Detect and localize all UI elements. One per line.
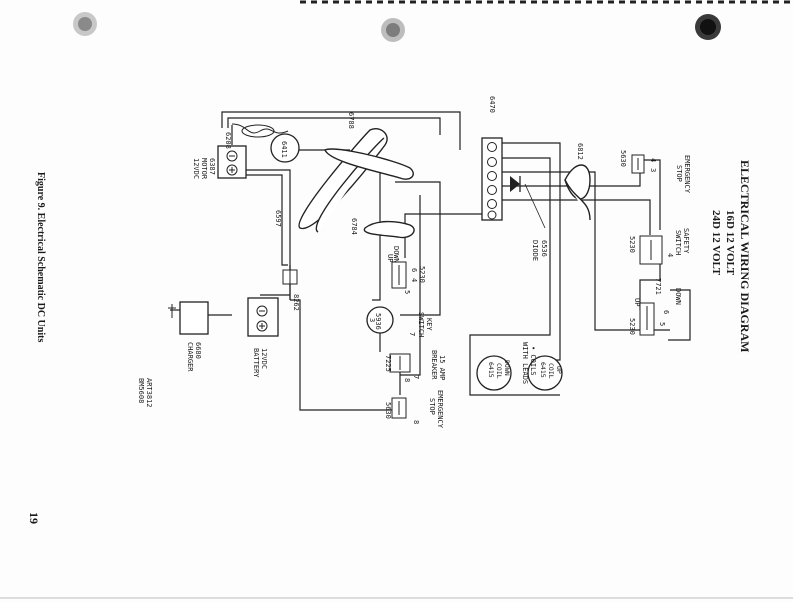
title-line1: ELECTRICAL WIRING DIAGRAM (738, 160, 752, 352)
solenoid-6411: 6411 (270, 133, 300, 163)
diode-6536: 6536 DIODE (510, 176, 548, 261)
estop-top-pin3: 3 (649, 168, 657, 172)
up-coil-label3: 6415 (539, 362, 547, 378)
updown-left-down: DOWN (392, 246, 400, 263)
key-switch-pin7: 7 (408, 332, 416, 336)
charger-6680: 6680 CHARGER (168, 301, 209, 372)
binder-hole-icon (78, 17, 92, 31)
label-6470: 6470 (488, 96, 496, 113)
updown-right-down: DOWN (674, 288, 682, 305)
title-line3: 24D 12 VOLT (710, 210, 722, 276)
title-line2: 16D 12 VOLT (724, 210, 736, 276)
updown-left-code: 5230 (418, 266, 426, 283)
down-coil-label3: 6415 (487, 362, 495, 378)
updown-left-pin5: 5 (403, 290, 411, 294)
coils-note-2: WITH LEADS (521, 342, 529, 384)
breaker-pin7: 7 (412, 375, 420, 379)
label-6788: 6788 (347, 112, 355, 129)
art-ref-2: BM5608 (137, 378, 145, 403)
breaker-7225: 15 AMP BREAKER 7225 7 8 (384, 350, 446, 382)
up-coil-label1: UP (555, 366, 563, 374)
charger-label-name: CHARGER (186, 342, 194, 372)
safety-code: 5230 (628, 236, 636, 253)
down-coil-label1: DOWN (503, 360, 511, 376)
wires (170, 111, 691, 411)
updown-left-pin6: 6 (410, 268, 418, 272)
safety-pin4: 4 (666, 253, 674, 257)
label-6208: 6208 (224, 132, 232, 149)
harness-loops (298, 128, 591, 239)
estop-bottom-label1: EMERGENCY (436, 390, 444, 429)
safety-switch: SAFETY SWITCH 5230 4 (628, 228, 690, 265)
key-switch-pin3: 3 (368, 318, 376, 322)
emergency-stop-bottom: EMERGENCY STOP 5630 8 (384, 390, 444, 429)
binder-hole-icon (700, 19, 716, 35)
connector-block-6470: 6470 (481, 96, 503, 221)
updown-right-ref: 7721 (654, 278, 662, 295)
key-switch-5936: 5936 KEY SWITCH 3 7 (366, 306, 433, 337)
down-coil-6415: DOWN COIL 6415 (476, 355, 512, 391)
breaker-code: 7225 (384, 355, 392, 372)
coils-note-1: • COILS (529, 346, 537, 376)
label-8262: 8262 (292, 294, 300, 311)
updown-left-up: UP (386, 254, 394, 262)
label-6536: 6536 (540, 240, 548, 257)
motor-label-code: 6387 (208, 158, 216, 175)
label-6411: 6411 (280, 141, 288, 158)
charger-label-code: 6680 (194, 342, 202, 359)
key-switch-label2: SWITCH (417, 312, 425, 337)
emergency-stop-top: EMERGENCY STOP 5630 4 3 (619, 150, 691, 194)
breaker-label1: 15 AMP (438, 355, 446, 380)
page-number: 19 (27, 512, 41, 524)
binder-hole-icon (386, 23, 400, 37)
safety-label2: SWITCH (674, 230, 682, 255)
updown-right-up: UP (633, 298, 641, 306)
label-6597: 6597 (274, 210, 282, 227)
estop-bottom-label2: STOP (428, 398, 436, 415)
fuse-6208: 6208 (224, 123, 289, 149)
updown-right-pin5: 5 (658, 322, 666, 326)
estop-bottom-pin8: 8 (412, 420, 420, 424)
updown-switch-left: DOWN UP 5230 6 4 5 (386, 246, 426, 294)
estop-top-label1: EMERGENCY (683, 155, 691, 194)
up-coil-6415: UP COIL 6415 (527, 355, 563, 391)
fuse-8262: 8262 (282, 269, 300, 311)
estop-top-code: 5630 (619, 150, 627, 167)
label-6784: 6784 (350, 218, 358, 235)
key-switch-label1: KEY (425, 318, 433, 331)
binder-holes (73, 0, 793, 42)
estop-top-label2: STOP (675, 165, 683, 182)
battery-label-volt: 12VDC (260, 348, 268, 369)
down-coil-label2: COIL (495, 363, 503, 379)
breaker-pin8: 8 (403, 378, 411, 382)
battery: 12VDC BATTERY (247, 297, 279, 378)
breaker-label2: BREAKER (430, 350, 438, 380)
figure-caption: Figure 9. Electrical Schematic DC Units (35, 172, 46, 342)
estop-top-pin4: 4 (649, 158, 657, 162)
battery-label-name: BATTERY (252, 348, 260, 378)
title-block: ELECTRICAL WIRING DIAGRAM 16D 12 VOLT 24… (710, 160, 752, 352)
updown-right-code: 5230 (628, 318, 636, 335)
label-diode: DIODE (531, 240, 539, 261)
label-6812: 6812 (576, 143, 584, 160)
motor-6387: 6387 MOTOR 12VDC (192, 145, 247, 180)
motor-label-name: MOTOR (200, 158, 208, 180)
key-switch-code: 5936 (374, 313, 382, 330)
estop-bottom-code: 5630 (384, 402, 392, 419)
updown-switch-right: DOWN UP 5230 6 5 7721 (628, 278, 682, 336)
up-coil-label2: COIL (547, 363, 555, 379)
updown-right-pin6: 6 (662, 310, 670, 314)
safety-label1: SAFETY (682, 228, 690, 254)
art-ref-1: ART3812 (145, 378, 153, 408)
updown-left-pin4: 4 (410, 278, 418, 282)
motor-label-volt: 12VDC (192, 158, 200, 179)
